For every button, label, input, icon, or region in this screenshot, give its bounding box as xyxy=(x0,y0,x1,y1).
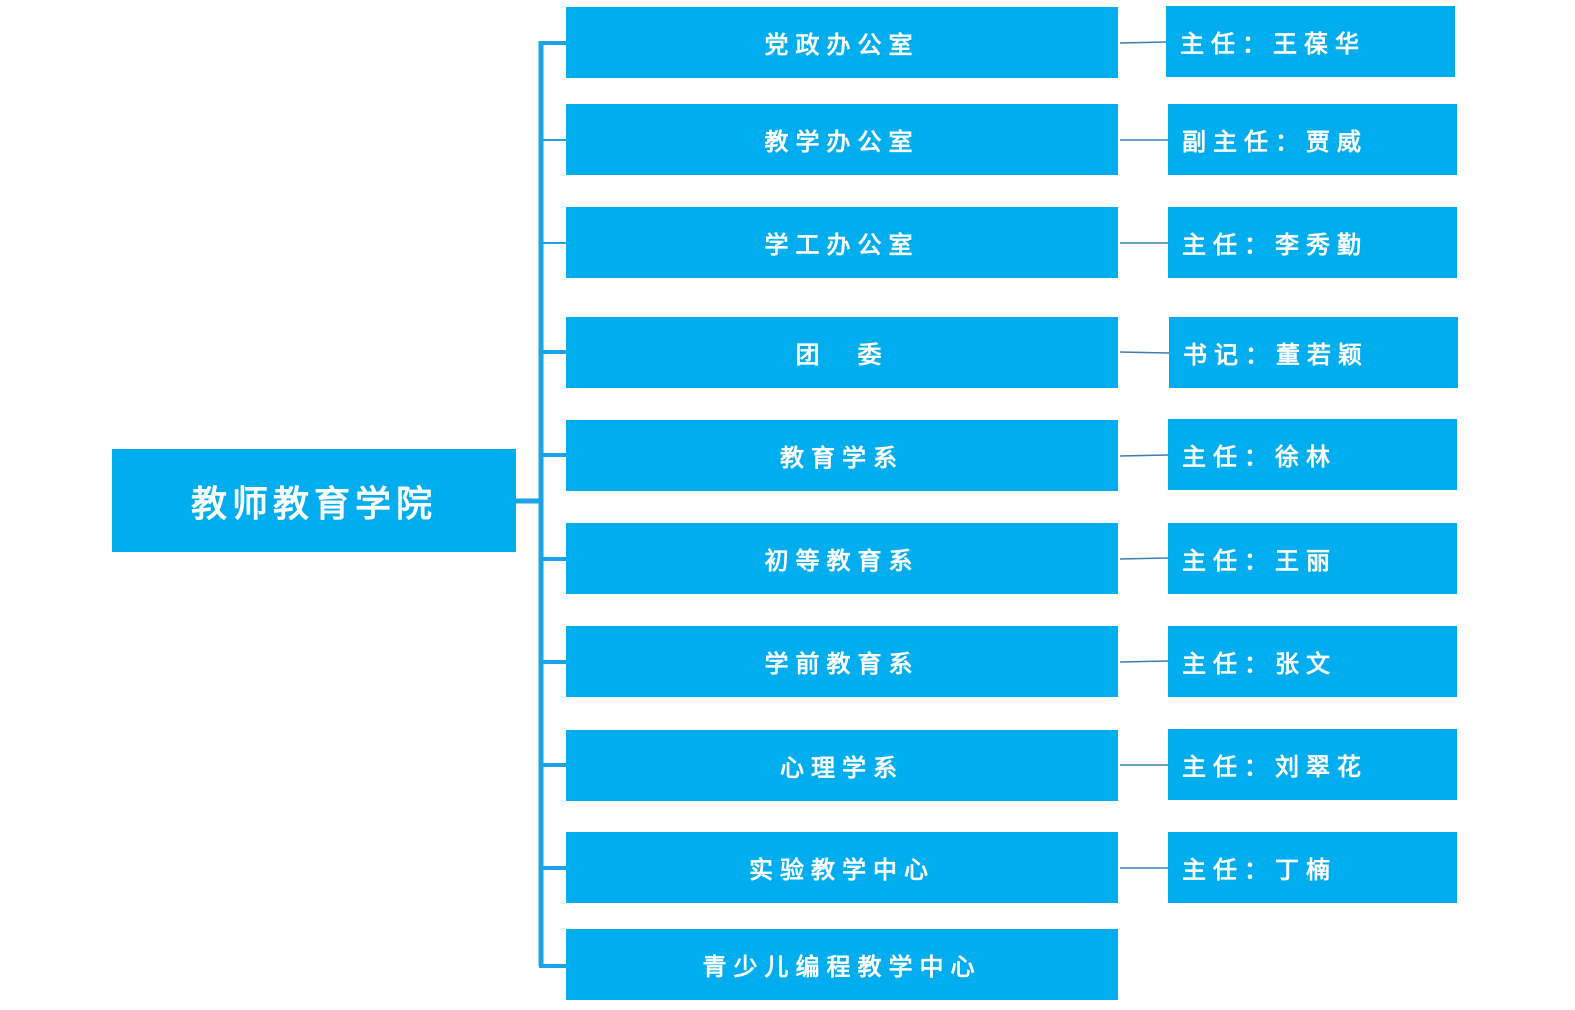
dept-node: 团 委 xyxy=(566,317,1118,388)
head-node: 副主任：贾威 xyxy=(1168,104,1457,175)
dept-node: 实验教学中心 xyxy=(566,832,1118,903)
head-label: 主任：王丽 xyxy=(1182,547,1337,575)
dept-label: 团 委 xyxy=(795,341,889,369)
head-node: 主任：王丽 xyxy=(1168,523,1457,594)
head-node: 主任：李秀勤 xyxy=(1168,207,1457,278)
head-node: 主任：徐林 xyxy=(1168,419,1457,490)
head-label: 主任：王葆华 xyxy=(1180,30,1366,58)
head-node: 主任：刘翠花 xyxy=(1168,729,1457,800)
head-label: 主任：刘翠花 xyxy=(1182,753,1368,781)
head-label: 主任：张文 xyxy=(1182,650,1337,678)
dept-node: 教育学系 xyxy=(566,420,1118,491)
head-connector xyxy=(1119,351,1170,354)
head-label: 主任：徐林 xyxy=(1182,443,1337,471)
dept-label: 党政办公室 xyxy=(764,31,920,59)
dept-node: 党政办公室 xyxy=(566,7,1118,78)
dept-label: 教学办公室 xyxy=(764,128,920,156)
head-label: 书记：董若颖 xyxy=(1183,341,1369,369)
dept-label: 心理学系 xyxy=(780,754,904,782)
dept-label: 实验教学中心 xyxy=(749,856,935,884)
dept-node: 学工办公室 xyxy=(566,207,1118,278)
head-node: 主任：张文 xyxy=(1168,626,1457,697)
dept-node: 初等教育系 xyxy=(566,523,1118,594)
dept-label: 学工办公室 xyxy=(764,231,920,259)
head-label: 副主任：贾威 xyxy=(1182,128,1368,156)
dept-node: 学前教育系 xyxy=(566,626,1118,697)
dept-label: 学前教育系 xyxy=(764,650,920,678)
dept-node: 教学办公室 xyxy=(566,104,1118,175)
dept-label: 教育学系 xyxy=(780,444,904,472)
head-connector xyxy=(1119,557,1169,560)
dept-node: 青少儿编程教学中心 xyxy=(566,929,1118,1000)
root-node: 教师教育学院 xyxy=(112,449,516,552)
dept-label: 青少儿编程教学中心 xyxy=(702,953,982,981)
head-label: 主任：丁楠 xyxy=(1182,856,1337,884)
dept-node: 心理学系 xyxy=(566,730,1118,801)
head-label: 主任：李秀勤 xyxy=(1182,231,1368,259)
head-node: 主任：丁楠 xyxy=(1168,832,1457,903)
head-connector xyxy=(1119,454,1169,457)
root-label: 教师教育学院 xyxy=(190,483,437,525)
head-connector xyxy=(1119,41,1167,44)
dept-label: 初等教育系 xyxy=(764,547,920,575)
head-connector xyxy=(1119,660,1169,663)
head-node: 书记：董若颖 xyxy=(1169,317,1458,388)
head-node: 主任：王葆华 xyxy=(1166,6,1455,77)
